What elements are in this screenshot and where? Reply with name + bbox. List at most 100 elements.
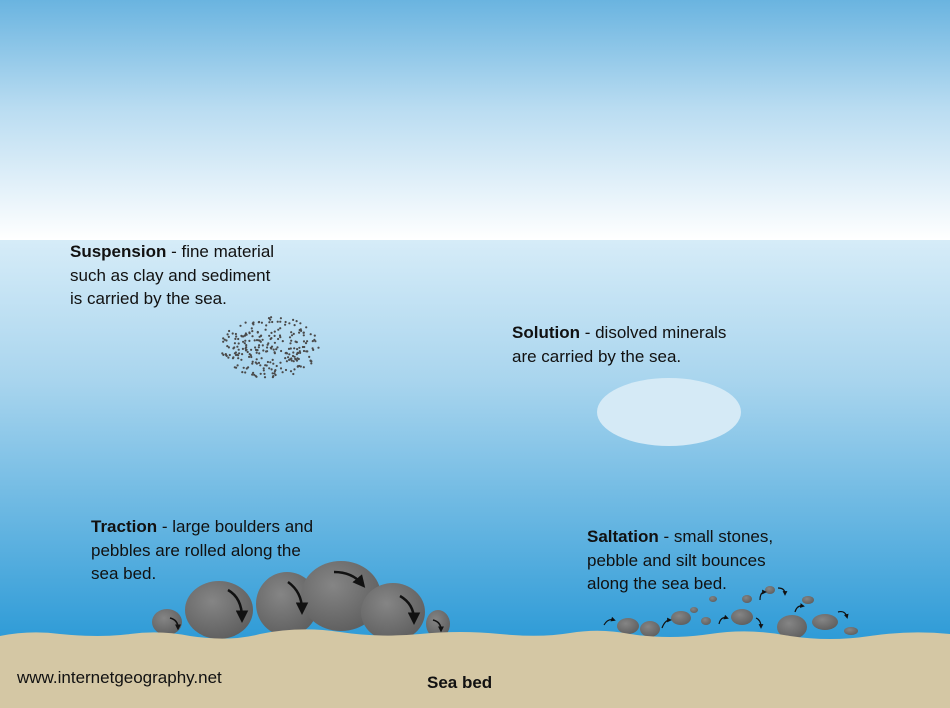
sediment-particle [309,333,312,336]
sediment-particle [260,357,263,360]
sea-bed [0,629,950,708]
sediment-particle [266,360,269,364]
sediment-particle [302,349,306,353]
suspended-particles [221,316,320,379]
sediment-particle [272,362,275,365]
sediment-particle [296,365,299,368]
sediment-particle [266,346,269,349]
stone [844,627,858,635]
sediment-particle [293,347,296,350]
sediment-particle [262,369,265,372]
sediment-particle [268,321,271,324]
sediment-particle [292,360,295,363]
sediment-particle [309,359,312,362]
sediment-particle [236,364,239,367]
sediment-particle [227,356,230,359]
sediment-particle [268,367,271,370]
stone [802,596,814,604]
sediment-particle [284,320,287,324]
sediment-particle [293,324,296,327]
sediment-particle [246,350,249,354]
saltation-line-2: pebble and silt bounces [587,550,766,570]
sediment-particle [293,355,296,358]
sediment-particle [261,344,264,347]
sediment-particle [290,357,293,360]
sediment-particle [268,334,271,337]
sediment-particle [234,337,237,340]
sediment-particle [239,324,242,327]
suspension-label: Suspension - fine material such as clay … [70,240,274,311]
sediment-particle [242,340,245,343]
sediment-particle [281,371,284,374]
sediment-particle [262,349,265,352]
sediment-particle [299,351,302,354]
stone [709,596,717,602]
sediment-particle [244,332,247,335]
sediment-particle [251,373,254,376]
sediment-particle [257,321,260,324]
bounce-arrow-icon [603,616,616,626]
sediment-particle [256,330,259,334]
dissolved-minerals-patch [597,378,741,446]
sediment-particle [275,364,278,368]
sediment-particle [270,331,273,334]
sediment-particle [255,358,258,361]
sediment-particle [259,372,262,375]
sediment-particle [296,348,299,351]
rolling-arrow-icon [333,570,366,588]
sky-area [0,0,950,240]
traction-label: Traction - large boulders and pebbles ar… [91,515,313,586]
sediment-particle [226,333,229,336]
stone [765,586,775,594]
sediment-particle [302,366,305,369]
sediment-particle [242,366,245,369]
sediment-particle [278,334,282,337]
sediment-particle [225,354,228,357]
bounce-arrow-icon [794,603,805,613]
sediment-particle [255,349,258,352]
sediment-particle [234,332,237,336]
sediment-particle [298,328,301,332]
sediment-particle [237,357,240,360]
sediment-particle [287,347,291,350]
sediment-particle [305,326,308,329]
sediment-particle [299,322,302,325]
sediment-particle [250,327,253,330]
bounce-arrow-icon [661,617,672,629]
sea-area [0,240,950,640]
sediment-particle [267,317,271,320]
bounce-arrow-icon [837,610,849,619]
sediment-particle [231,357,235,360]
sediment-particle [244,339,247,342]
sediment-particle [276,346,279,349]
sediment-particle [244,321,247,324]
bounce-arrow-icon [755,617,764,629]
sediment-particle [311,340,314,343]
sediment-particle [270,368,273,371]
stone [812,614,838,630]
sediment-particle [251,335,254,338]
sediment-particle [238,352,241,355]
sediment-particle [258,344,261,347]
sediment-particle [236,345,239,348]
sediment-particle [279,317,282,320]
stone [701,617,711,625]
stone [690,607,698,613]
sediment-particle [272,348,275,351]
sediment-particle [277,337,280,341]
stone [640,621,660,637]
sediment-particle [290,359,293,362]
stone [617,618,639,634]
sediment-particle [273,341,276,344]
sediment-particle [253,339,256,342]
suspension-line-2: such as clay and sediment [70,265,271,285]
sediment-particle [251,322,254,325]
sediment-particle [275,348,278,351]
sediment-particle [274,369,277,372]
suspension-term: Suspension [70,242,167,261]
sediment-particle [273,334,276,337]
sediment-particle [228,353,231,357]
sediment-particle [317,346,320,349]
sediment-particle [233,346,236,349]
